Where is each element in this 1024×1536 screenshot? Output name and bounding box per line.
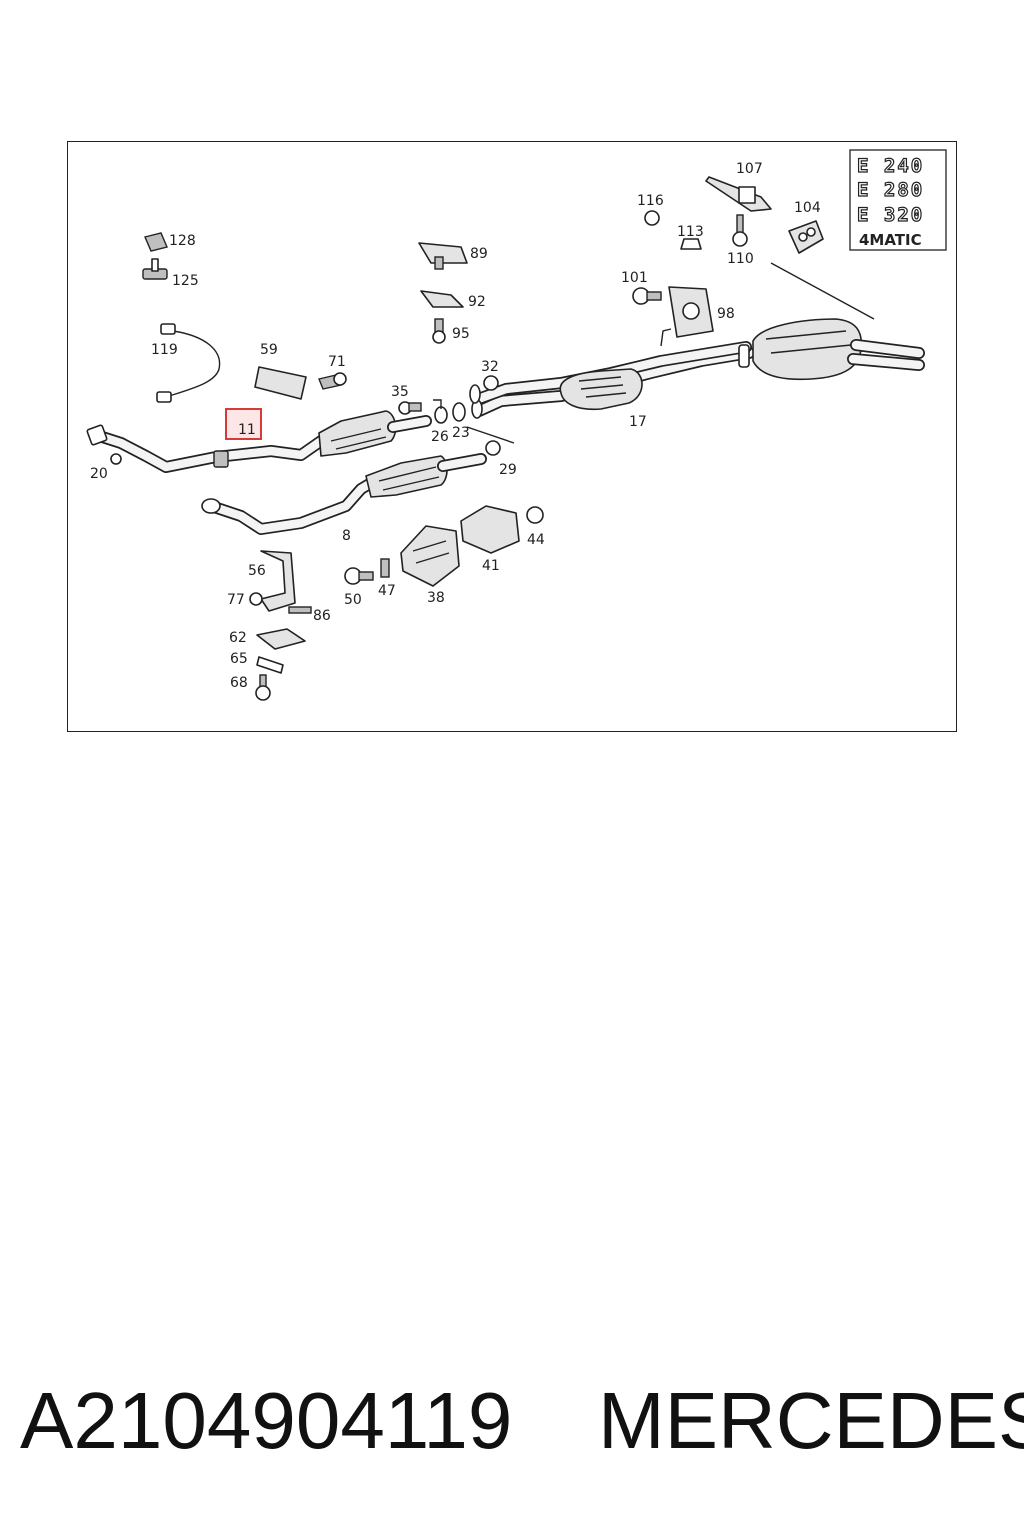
- highlight-box-11: [225, 408, 262, 440]
- callout-65: 65: [230, 651, 248, 667]
- callout-107: 107: [736, 161, 763, 177]
- callout-71: 71: [328, 354, 346, 370]
- part-number: A2104904119: [20, 1376, 513, 1465]
- callout-119: 119: [151, 342, 178, 358]
- model-badge-box: E 240 E 280 E 320 4MATIC: [849, 149, 947, 251]
- callout-41: 41: [482, 558, 500, 574]
- callout-47: 47: [378, 583, 396, 599]
- small-hardware: [110, 176, 824, 701]
- callout-labels: 128 125 119 59 71 89 92 95 35 26 23 32 2…: [90, 161, 821, 691]
- callout-116: 116: [637, 193, 664, 209]
- callout-104: 104: [794, 200, 821, 216]
- callout-32: 32: [481, 359, 499, 375]
- callout-98: 98: [717, 306, 735, 322]
- callout-77: 77: [227, 592, 245, 608]
- badge-e280: E 280: [857, 179, 924, 201]
- brand-name: MERCEDES: [598, 1376, 1024, 1465]
- callout-8: 8: [342, 528, 351, 544]
- callout-68: 68: [230, 675, 248, 691]
- exhaust-parts-diagram: E 240 E 280 E 320 4MATIC: [86, 149, 947, 701]
- callout-89: 89: [470, 246, 488, 262]
- callout-26: 26: [431, 429, 449, 445]
- badge-e320: E 320: [857, 204, 924, 226]
- callout-125: 125: [172, 273, 199, 289]
- callout-95: 95: [452, 326, 470, 342]
- callout-35: 35: [391, 384, 409, 400]
- callout-59: 59: [260, 342, 278, 358]
- callout-17: 17: [629, 414, 647, 430]
- callout-44: 44: [527, 532, 545, 548]
- rear-exhaust-assembly: [469, 262, 925, 419]
- footer-caption: A2104904119 MERCEDES: [0, 1376, 1024, 1466]
- exhaust-diagram-frame: E 240 E 280 E 320 4MATIC: [67, 141, 957, 732]
- callout-23: 23: [452, 425, 470, 441]
- callout-128: 128: [169, 233, 196, 249]
- front-pipe-8: [201, 453, 487, 535]
- badge-e240: E 240: [857, 155, 924, 177]
- front-pipe-11: [86, 410, 432, 473]
- callout-92: 92: [468, 294, 486, 310]
- callout-11: 11: [238, 422, 256, 438]
- callout-29: 29: [499, 462, 517, 478]
- callout-101: 101: [621, 270, 648, 286]
- callout-50: 50: [344, 592, 362, 608]
- callout-113: 113: [677, 224, 704, 240]
- badge-4matic: 4MATIC: [859, 231, 922, 249]
- callout-38: 38: [427, 590, 445, 606]
- callout-20: 20: [90, 466, 108, 482]
- callout-56: 56: [248, 563, 266, 579]
- callout-62: 62: [229, 630, 247, 646]
- callout-110: 110: [727, 251, 754, 267]
- callout-86: 86: [313, 608, 331, 624]
